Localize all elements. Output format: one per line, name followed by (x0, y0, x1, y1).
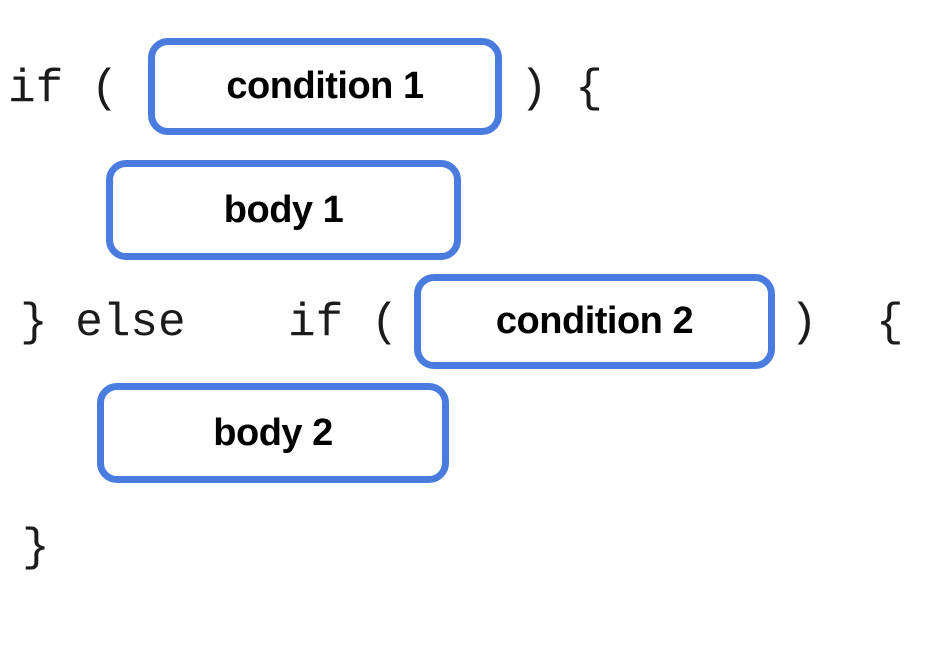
condition-1-slot: condition 1 (148, 38, 502, 135)
code-close-paren: ) (790, 297, 818, 349)
body-2-slot: body 2 (97, 383, 449, 483)
body-2-label: body 2 (213, 411, 333, 454)
condition-1-label: condition 1 (226, 65, 424, 107)
body-1-label: body 1 (223, 188, 344, 231)
code-close-paren-open-brace: ) { (520, 63, 603, 115)
code-if-keyword: if ( (8, 63, 119, 115)
body-1-slot: body 1 (106, 160, 461, 260)
code-brace-else-keyword: } else (20, 297, 186, 349)
condition-2-slot: condition 2 (414, 274, 775, 369)
code-open-brace: { (876, 297, 904, 349)
code-closing-brace: } (22, 522, 50, 574)
code-elseif-keyword: if ( (288, 297, 399, 349)
condition-2-label: condition 2 (495, 300, 694, 342)
